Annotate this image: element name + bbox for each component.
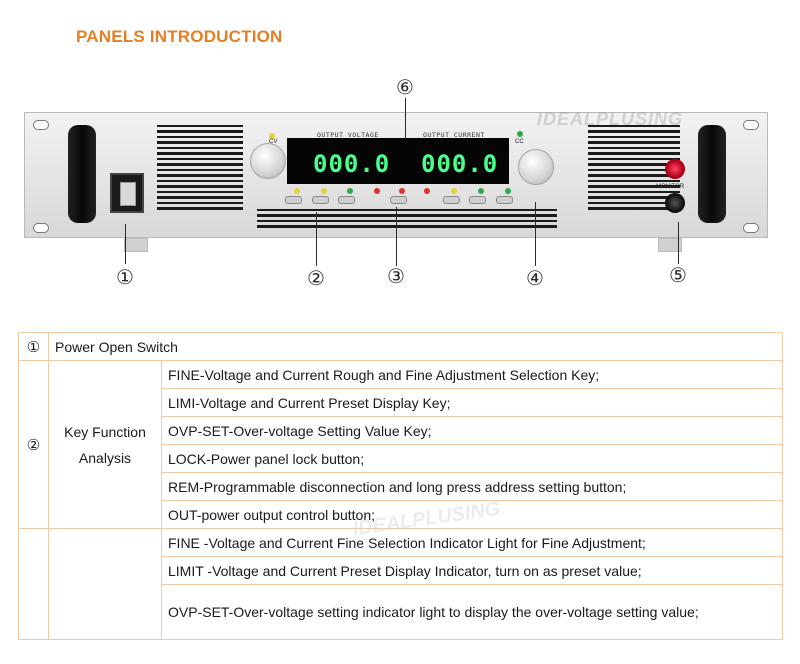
page-heading: PANELS INTRODUCTION (76, 27, 283, 46)
row-number: ② (18, 360, 49, 529)
indicator-led (451, 188, 457, 194)
indicator-led (374, 188, 380, 194)
vent-bottom (257, 209, 557, 231)
cc-label: CC (515, 139, 524, 145)
indicator-description: OVP-SET-Over-voltage setting indicator l… (161, 584, 783, 640)
panel-key-button (312, 196, 329, 204)
voltage-knob (250, 143, 286, 179)
voltage-label: OUTPUT VOLTAGE (317, 131, 379, 139)
panel-key-button (390, 196, 407, 204)
monitor-jack-black (665, 193, 685, 213)
key-description: REM-Programmable disconnection and long … (161, 472, 783, 501)
indicator-led (505, 188, 511, 194)
callout-2: ② (307, 266, 325, 290)
table-row: ② Key Function Analysis FINE-Voltage and… (18, 360, 783, 529)
panel-description-table: ① Power Open Switch ② Key Function Analy… (18, 332, 783, 640)
cc-led (517, 131, 523, 137)
indicator-led (321, 188, 327, 194)
indicator-description: FINE -Voltage and Current Fine Selection… (161, 528, 783, 557)
left-handle (68, 125, 96, 223)
indicator-description: LIMIT -Voltage and Current Preset Displa… (161, 556, 783, 585)
panel-key-button (469, 196, 486, 204)
panel-key-button (496, 196, 513, 204)
callout-4: ④ (526, 266, 544, 290)
panel-key-button (338, 196, 355, 204)
table-row: ① Power Open Switch (18, 332, 783, 361)
key-description: FINE-Voltage and Current Rough and Fine … (161, 360, 783, 389)
cv-label: CV (269, 139, 278, 145)
row-category: Key Function Analysis (48, 360, 162, 529)
callout-6: ⑥ (396, 75, 414, 99)
rack-slot (743, 120, 759, 130)
callout-line-1 (125, 224, 126, 264)
table-row: OVP-SET-Over-voltage setting indicator l… (19, 584, 783, 640)
key-description: OUT-power output control button; (161, 500, 783, 529)
panel-key-button (443, 196, 460, 204)
callout-5: ⑤ (669, 263, 687, 287)
current-label: OUTPUT CURRENT (423, 131, 485, 139)
cv-led (269, 133, 275, 139)
row-description: Power Open Switch (48, 332, 783, 361)
indicator-led (294, 188, 300, 194)
indicator-led (347, 188, 353, 194)
key-description: LIMI-Voltage and Current Preset Display … (161, 388, 783, 417)
row-number-empty (18, 528, 49, 640)
voltage-readout: 000.0 (313, 150, 391, 178)
callout-line-5 (678, 222, 679, 264)
table-row: LIMI-Voltage and Current Preset Display … (19, 388, 783, 417)
indicator-led (399, 188, 405, 194)
monitor-jack-red (665, 159, 685, 179)
callout-line-3 (396, 207, 397, 266)
table-row: LOCK-Power panel lock button; (19, 444, 783, 473)
row-category-empty (48, 528, 162, 640)
current-readout: 000.0 (421, 150, 499, 178)
rack-slot (33, 120, 49, 130)
table-row: OUT-power output control button; (19, 500, 783, 529)
brand-watermark: IDEALPLUSING (537, 109, 684, 129)
right-handle (698, 125, 726, 223)
display-window: 000.0 000.0 (287, 138, 509, 184)
panel-foot (124, 238, 148, 252)
rack-slot (743, 223, 759, 233)
table-row: FINE -Voltage and Current Fine Selection… (18, 528, 783, 640)
callout-3: ③ (387, 264, 405, 288)
monitor-label: MONITOR (656, 184, 685, 190)
current-knob (518, 149, 554, 185)
callout-line-4 (535, 202, 536, 266)
power-switch (110, 173, 144, 213)
panel-foot (658, 238, 682, 252)
vent-right (588, 125, 680, 213)
indicator-led (424, 188, 430, 194)
table-row: REM-Programmable disconnection and long … (19, 472, 783, 501)
callout-line-6 (405, 98, 406, 138)
key-description: LOCK-Power panel lock button; (161, 444, 783, 473)
callout-1: ① (116, 265, 134, 289)
indicator-led (478, 188, 484, 194)
key-description: OVP-SET-Over-voltage Setting Value Key; (161, 416, 783, 445)
vent-left (157, 125, 243, 213)
panel-key-button (285, 196, 302, 204)
row-number: ① (18, 332, 49, 361)
rack-slot (33, 223, 49, 233)
callout-line-2 (316, 212, 317, 266)
